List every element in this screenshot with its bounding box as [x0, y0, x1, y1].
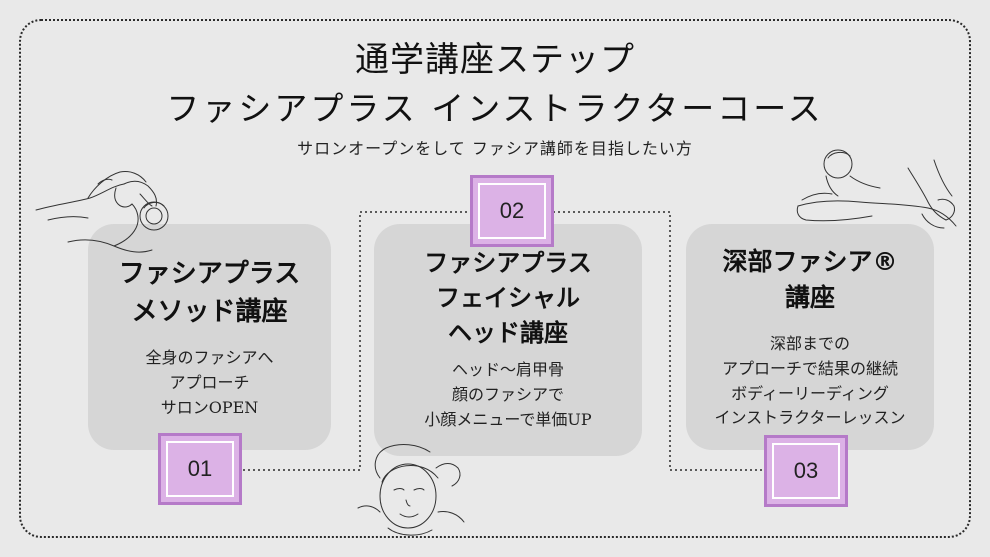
step-card-03: 深部ファシア® 講座 深部までの アプローチで結果の継続 ボディーリーディング …	[686, 224, 934, 450]
step-number: 02	[499, 198, 525, 223]
page-title: 通学講座ステップ	[355, 40, 635, 80]
step-card-01: ファシアプラス メソッド講座 全身のファシアへ アプローチ サロンOPEN	[88, 224, 331, 450]
step-description-line: 全身のファシアへ	[145, 348, 274, 367]
step-description-line: 小顔メニューで単価UP	[424, 409, 592, 429]
step-number: 03	[793, 458, 819, 483]
step-description-line: アプローチ	[169, 372, 250, 392]
step-number-badge-01: 01	[158, 433, 242, 505]
target-audience-subtitle: サロンオープンをして ファシア講師を目指したい方	[297, 139, 693, 158]
step-title-line: ファシアプラス	[118, 259, 301, 289]
step-description-line: 深部までの	[769, 334, 850, 353]
step-card-02: ファシアプラス フェイシャル ヘッド講座 ヘッド〜肩甲骨 顔のファシアで 小顔メ…	[374, 224, 642, 456]
step-number-badge-03: 03	[764, 435, 848, 507]
step-title: ファシアプラス メソッド講座	[88, 256, 331, 331]
step-number-badge-02: 02	[470, 175, 554, 247]
step-title-line: フェイシャル	[436, 283, 580, 312]
step-description-line: サロンOPEN	[160, 397, 259, 417]
step-description-line: アプローチで結果の継続	[721, 358, 898, 378]
step-description: 全身のファシアへ アプローチ サロンOPEN	[88, 346, 331, 420]
course-title: ファシアプラス インストラクターコース	[166, 89, 824, 128]
step-description: 深部までの アプローチで結果の継続 ボディーリーディング インストラクターレッス…	[686, 332, 934, 431]
step-description-line: ヘッド〜肩甲骨	[451, 360, 564, 379]
back-massage-sketch-icon	[796, 149, 957, 229]
step-number: 01	[187, 456, 213, 481]
step-title-line: 講座	[784, 283, 835, 313]
step-title-line: 深部ファシア®	[722, 247, 898, 276]
step-description-line: 顔のファシアで	[451, 384, 564, 404]
head-massage-sketch-icon	[357, 444, 465, 536]
step-description-line: インストラクターレッスン	[714, 408, 906, 428]
step-title-line: メソッド講座	[131, 296, 288, 327]
step-title-line: ファシアプラス	[424, 249, 592, 277]
face-massage-sketch-icon	[35, 171, 169, 253]
step-description-line: ボディーリーディング	[731, 383, 889, 403]
step-description: ヘッド〜肩甲骨 顔のファシアで 小顔メニューで単価UP	[374, 358, 642, 432]
step-title-line: ヘッド講座	[448, 318, 568, 347]
step-title: 深部ファシア® 講座	[686, 244, 934, 317]
step-title: ファシアプラス フェイシャル ヘッド講座	[374, 246, 642, 350]
dotted-frame	[19, 19, 971, 538]
